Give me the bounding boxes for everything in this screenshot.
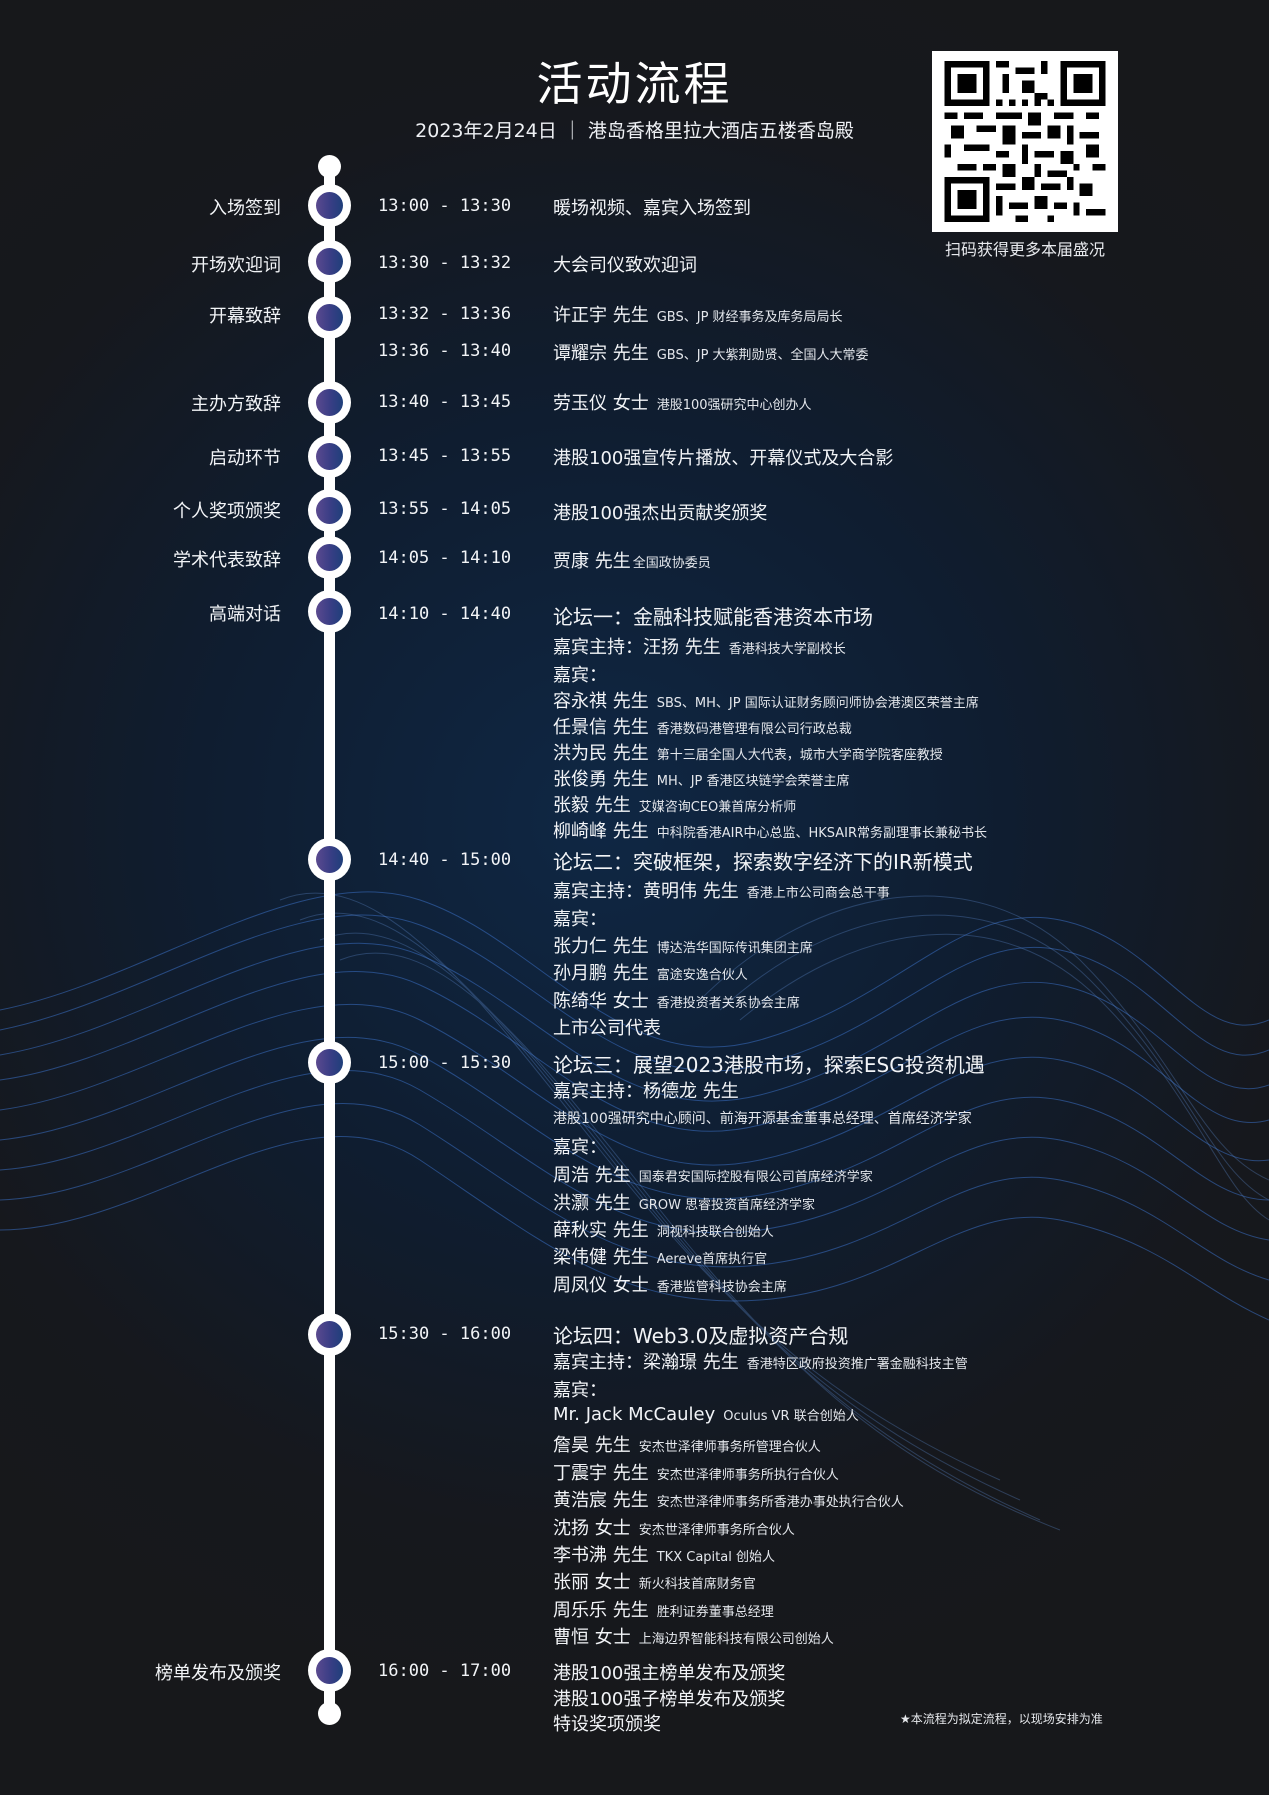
time-range: 15:30 - 16:00 — [378, 1324, 512, 1344]
speaker-line: 谭耀宗 先生 GBS、JP 大紫荆勋贤、全国人大常委 — [553, 339, 869, 365]
guest-line: 张丽 女士新火科技首席财务官 — [553, 1572, 756, 1593]
forum-title: 论坛四：Web3.0及虚拟资产合规 — [553, 1324, 849, 1348]
time-range: 13:30 - 13:32 — [378, 253, 512, 273]
time-range: 13:36 - 13:40 — [378, 341, 512, 361]
time-range: 14:05 - 14:10 — [378, 548, 512, 568]
timeline-node — [308, 489, 351, 532]
stage-label: 启动环节 — [209, 448, 281, 469]
timeline-node — [308, 240, 351, 283]
guest-line: 周乐乐 先生胜利证券董事总经理 — [553, 1600, 774, 1621]
timeline-node — [308, 1649, 351, 1692]
stage-label: 高端对话 — [209, 604, 281, 625]
forum-title: 论坛一：金融科技赋能香港资本市场 — [553, 605, 873, 629]
session-item: 港股100强子榜单发布及颁奖 — [553, 1689, 786, 1710]
guest-line: 周凤仪 女士香港监管科技协会主席 — [553, 1275, 787, 1296]
guest-line: 黄浩宸 先生安杰世泽律师事务所香港办事处执行合伙人 — [553, 1490, 904, 1511]
session-content: 暖场视频、嘉宾入场签到 — [553, 198, 751, 219]
session-content: 港股100强宣传片播放、开幕仪式及大合影 — [553, 448, 894, 469]
time-range: 13:40 - 13:45 — [378, 392, 512, 412]
time-range: 14:10 - 14:40 — [378, 604, 512, 624]
guest-line: 陈绮华 女士香港投资者关系协会主席 — [553, 991, 800, 1012]
session-item: 特设奖项颁奖 — [553, 1714, 661, 1735]
guest-line: 丁震宇 先生安杰世泽律师事务所执行合伙人 — [553, 1463, 839, 1484]
speaker-name: 许正宇 先生 — [553, 305, 649, 326]
event-date-venue: 2023年2月24日 ｜ 港岛香格里拉大酒店五楼香岛殿 — [415, 120, 854, 142]
guests-label: 嘉宾： — [553, 665, 607, 686]
timeline-line — [324, 165, 335, 1713]
time-range: 15:00 - 15:30 — [378, 1053, 512, 1073]
footnote: ★本流程为拟定流程，以现场安排为准 — [900, 1712, 1103, 1726]
guest-line: 柳崎峰 先生中科院香港AIR中心总监、HKSAIR常务副理事长兼秘书长 — [553, 821, 988, 842]
forum-host: 嘉宾主持：黄明伟 先生香港上市公司商会总干事 — [553, 881, 890, 902]
timeline-start-cap — [318, 155, 341, 178]
time-range: 13:00 - 13:30 — [378, 196, 512, 216]
timeline-node — [308, 381, 351, 424]
speaker-name: 劳玉仪 女士 — [553, 393, 649, 414]
forum-title: 论坛三：展望2023港股市场，探索ESG投资机遇 — [553, 1053, 985, 1077]
stage-label: 开幕致辞 — [209, 306, 281, 327]
guests-label: 嘉宾： — [553, 909, 607, 930]
speaker-name: 贾康 先生 — [553, 551, 631, 572]
forum-host: 嘉宾主持：汪扬 先生香港科技大学副校长 — [553, 637, 846, 658]
forum-title: 论坛二：突破框架，探索数字经济下的IR新模式 — [553, 850, 973, 874]
speaker-line: 贾康 先生全国政协委员 — [553, 547, 711, 573]
stage-label: 个人奖项颁奖 — [173, 501, 281, 522]
stage-label: 学术代表致辞 — [173, 550, 281, 571]
timeline-node — [308, 1313, 351, 1356]
time-range: 14:40 - 15:00 — [378, 850, 512, 870]
guests-label: 嘉宾： — [553, 1380, 607, 1401]
guest-line: 孙月鹏 先生富途安逸合伙人 — [553, 963, 748, 984]
qr-code-icon[interactable] — [932, 51, 1118, 232]
speaker-title: 全国政协委员 — [632, 556, 711, 571]
stage-label: 榜单发布及颁奖 — [155, 1663, 281, 1684]
guest-line: 周浩 先生国泰君安国际控股有限公司首席经济学家 — [553, 1165, 873, 1186]
timeline-node — [308, 1041, 351, 1084]
session-item: 港股100强主榜单发布及颁奖 — [553, 1663, 786, 1684]
timeline-end-cap — [318, 1702, 341, 1725]
stage-label: 入场签到 — [209, 198, 281, 219]
session-content: 大会司仪致欢迎词 — [553, 255, 697, 276]
page-title: 活动流程 — [536, 57, 733, 111]
timeline-node — [308, 184, 351, 227]
time-range: 16:00 - 17:00 — [378, 1661, 512, 1681]
timeline-node — [308, 838, 351, 881]
speaker-title: 港股100强研究中心创办人 — [656, 398, 812, 413]
timeline-node — [308, 435, 351, 478]
forum-host-title: 港股100强研究中心顾问、前海开源基金董事总经理、首席经济学家 — [553, 1111, 972, 1127]
stage-label: 主办方致辞 — [191, 394, 281, 415]
guest-line: 曹恒 女士上海边界智能科技有限公司创始人 — [553, 1627, 834, 1648]
guest-line: 沈扬 女士安杰世泽律师事务所合伙人 — [553, 1518, 795, 1539]
speaker-name: 谭耀宗 先生 — [553, 343, 649, 364]
forum-host: 嘉宾主持：杨德龙 先生 — [553, 1081, 739, 1102]
guest-line: 洪为民 先生第十三届全国人大代表，城市大学商学院客座教授 — [553, 743, 943, 764]
stage-label: 开场欢迎词 — [191, 255, 281, 276]
session-content: 港股100强杰出贡献奖颁奖 — [553, 503, 768, 524]
guest-line: 张毅 先生艾媒咨询CEO兼首席分析师 — [553, 795, 797, 816]
guest-line: 上市公司代表 — [553, 1018, 661, 1039]
speaker-title: GBS、JP 大紫荆勋贤、全国人大常委 — [656, 348, 869, 363]
speaker-line: 劳玉仪 女士港股100强研究中心创办人 — [553, 389, 812, 415]
time-range: 13:32 - 13:36 — [378, 304, 512, 324]
time-range: 13:55 - 14:05 — [378, 499, 512, 519]
speaker-line: 许正宇 先生 GBS、JP 财经事务及库务局局长 — [553, 301, 843, 327]
time-range: 13:45 - 13:55 — [378, 446, 512, 466]
qr-caption: 扫码获得更多本届盛况 — [944, 240, 1105, 259]
guest-line: 任景信 先生香港数码港管理有限公司行政总裁 — [553, 717, 852, 738]
guest-line: 张力仁 先生博达浩华国际传讯集团主席 — [553, 936, 813, 957]
timeline-node — [308, 536, 351, 579]
guest-line: 詹昊 先生安杰世泽律师事务所管理合伙人 — [553, 1435, 821, 1456]
guests-label: 嘉宾： — [553, 1137, 607, 1158]
timeline-node — [308, 296, 351, 339]
guest-line: 薛秋实 先生洞视科技联合创始人 — [553, 1220, 774, 1241]
speaker-title: GBS、JP 财经事务及库务局局长 — [656, 310, 843, 325]
forum-host: 嘉宾主持：梁瀚璟 先生香港特区政府投资推广署金融科技主管 — [553, 1352, 968, 1373]
timeline-node — [308, 590, 351, 633]
